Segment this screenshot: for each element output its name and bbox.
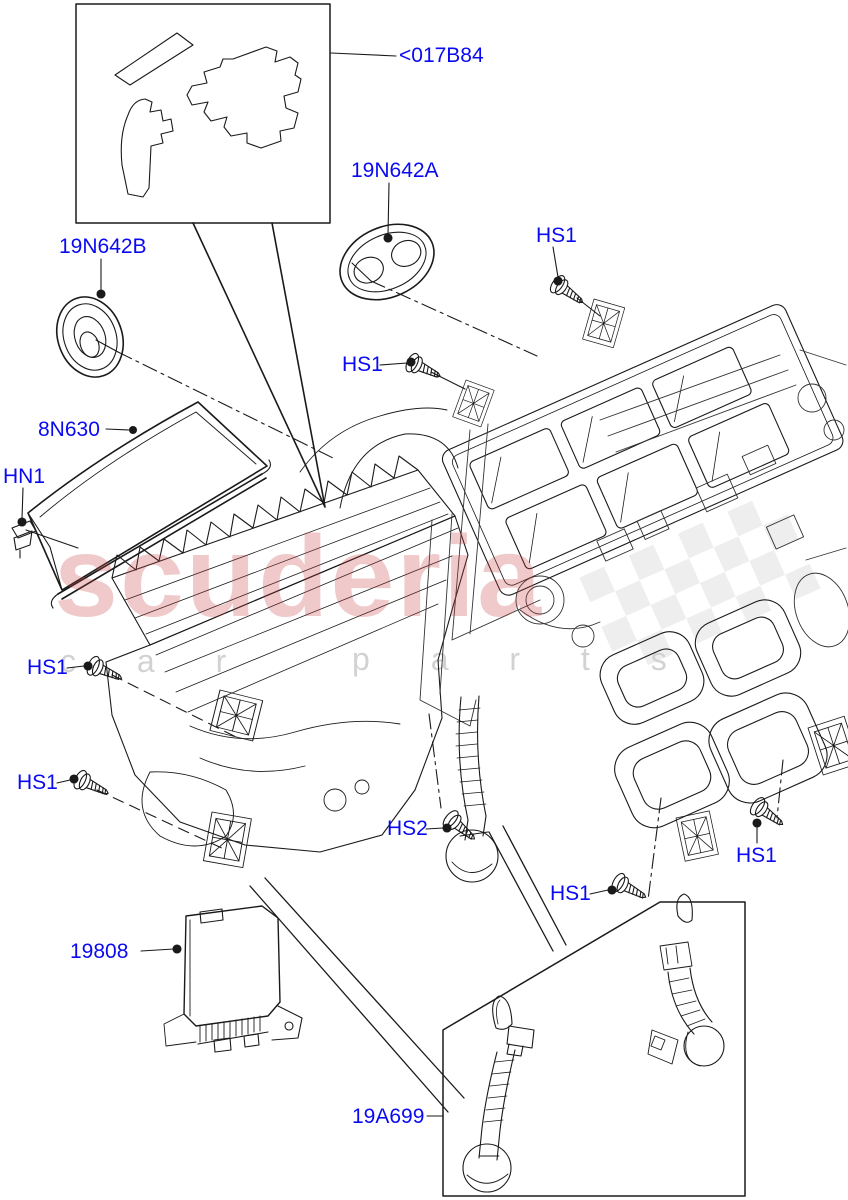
part-label-hs1-mid[interactable]: HS1 [342,353,383,376]
part-label-hs1-bottom[interactable]: HS1 [550,882,591,905]
part-label-19a699[interactable]: 19A699 [352,1105,425,1128]
drain-leader-lines [488,825,567,952]
part-label-hs1-right[interactable]: HS1 [736,844,777,867]
insulation-pad-strip [114,32,194,86]
insulation-kit-label-leader [330,52,397,57]
insulation-kit-box [75,3,331,224]
part-label-017b84[interactable]: <017B84 [399,44,484,67]
grommet-b-drawing [56,258,334,459]
insulation-pad-right [186,46,302,149]
part-label-hs1-left-upper[interactable]: HS1 [27,656,68,679]
part-label-hs1-left-lower[interactable]: HS1 [17,771,58,794]
hvac-duct-outlets [599,599,828,829]
watermark-brand: scuderia [54,513,543,641]
part-label-8n630[interactable]: 8N630 [38,418,100,441]
insulation-pad-left [120,98,174,198]
hvac-top-panel [441,304,844,596]
part-label-hs2[interactable]: HS2 [387,817,428,840]
part-label-19808[interactable]: 19808 [70,940,129,963]
drain-hose-installed [445,695,499,883]
part-label-hs1-top[interactable]: HS1 [536,224,577,247]
module-leader-lines [249,877,465,1113]
drain-hose-box [426,893,746,1197]
watermark-tagline-right: p a r t s [352,641,693,677]
part-label-hn1[interactable]: HN1 [3,465,46,488]
drain-hose-left [462,995,535,1193]
hvac-center-detail [419,349,848,727]
part-label-19n642b[interactable]: 19N642B [59,235,147,258]
grommet-a-drawing [339,182,538,357]
part-label-19n642a[interactable]: 19N642A [351,159,439,182]
control-module-drawing [140,905,303,1053]
insulation-kit-leaders [192,222,326,508]
drain-hose-right [647,893,725,1067]
hvac-left-housing [105,407,469,853]
nut-hn1-drawing [11,487,79,559]
fasteners [56,246,790,907]
